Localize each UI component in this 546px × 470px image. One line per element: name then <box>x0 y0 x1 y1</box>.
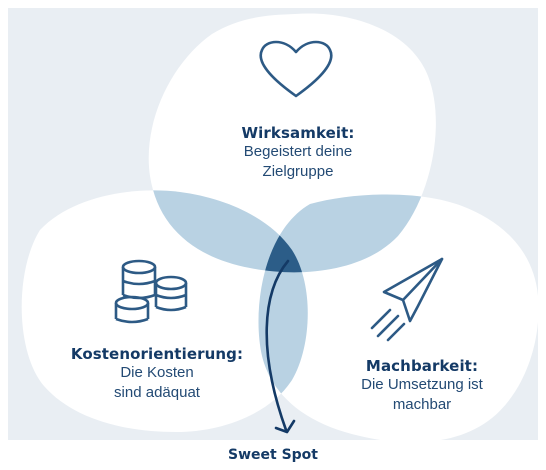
kostenorientierung-title: Kostenorientierung: <box>70 345 244 363</box>
paper-plane-icon <box>370 257 444 342</box>
kostenorientierung-label: Kostenorientierung: Die Kosten sind adäq… <box>52 345 262 403</box>
wirksamkeit-text-line1: Begeistert deine <box>243 143 353 160</box>
overlap-wirksamkeit-machbarkeit <box>258 194 436 273</box>
machbarkeit-text-line1: Die Umsetzung ist <box>361 376 483 393</box>
overlap-wirksamkeit-kosten <box>148 190 308 273</box>
machbarkeit-title: Machbarkeit: <box>365 357 479 375</box>
wirksamkeit-label: Wirksamkeit: Begeistert deine Zielgruppe <box>198 124 398 182</box>
coins-icon <box>114 259 188 324</box>
kostenorientierung-text-line1: Die Kosten <box>120 364 194 381</box>
machbarkeit-text-line2: machbar <box>392 396 452 413</box>
machbarkeit-label: Machbarkeit: Die Umsetzung ist machbar <box>322 357 522 415</box>
wirksamkeit-text-line2: Zielgruppe <box>262 163 334 180</box>
curved-arrow-icon <box>265 259 296 434</box>
heart-icon <box>259 40 333 98</box>
sweet-spot-label: Sweet Spot <box>228 447 318 463</box>
wirksamkeit-title: Wirksamkeit: <box>241 124 355 142</box>
kostenorientierung-text-line2: sind adäquat <box>114 384 200 401</box>
